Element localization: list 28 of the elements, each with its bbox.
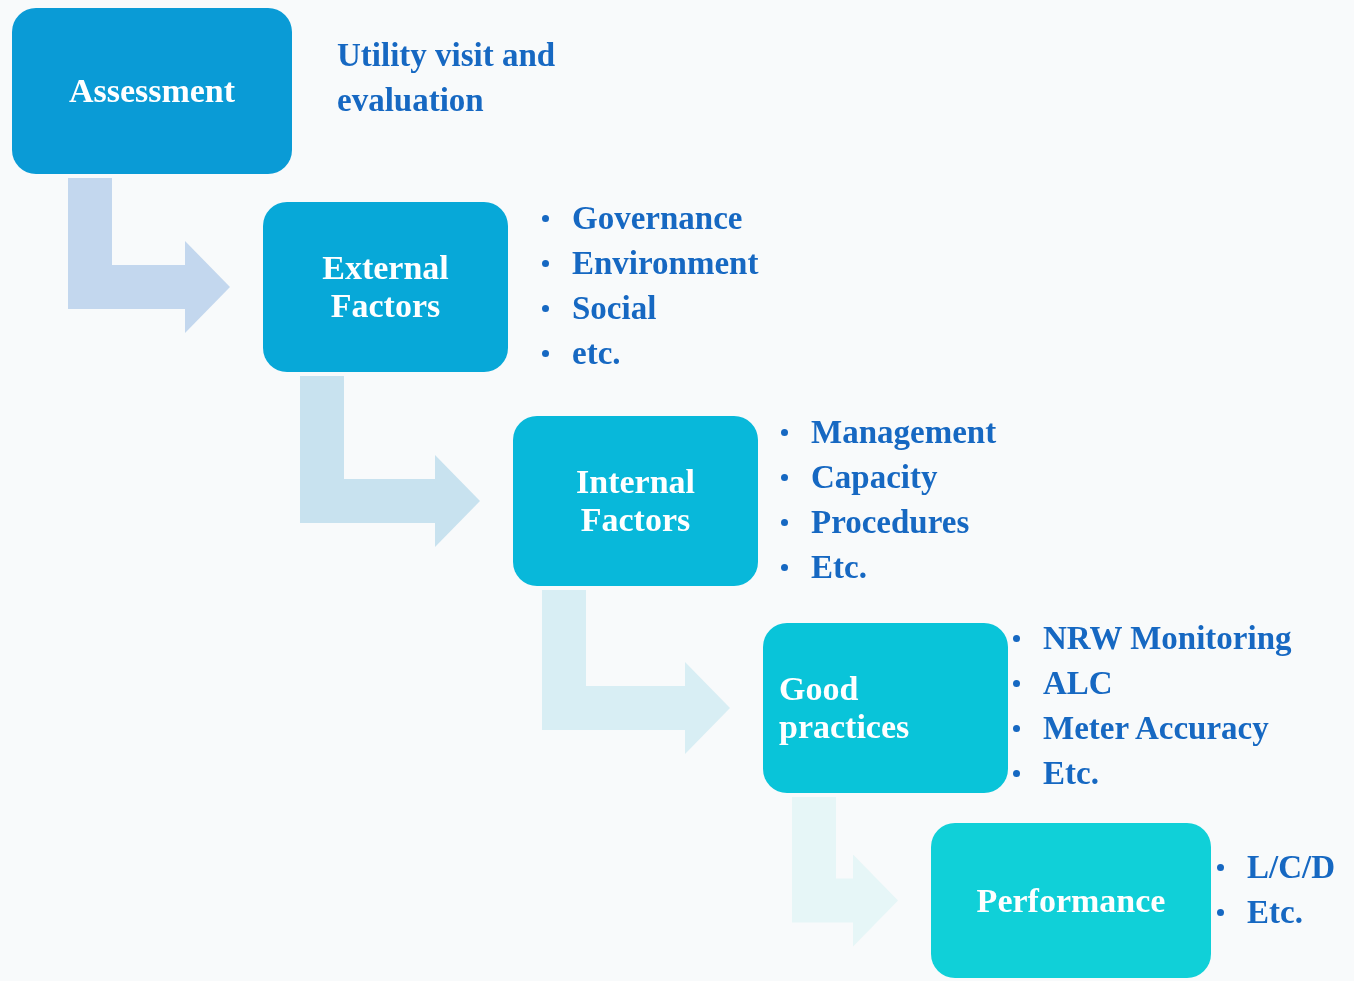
process-box xyxy=(263,202,508,372)
box-label: Internal Factors xyxy=(575,463,696,539)
process-box xyxy=(931,823,1211,978)
list-text: Etc. xyxy=(1043,755,1099,791)
list-text: Procedures xyxy=(811,504,970,540)
list-text: NRW Monitoring xyxy=(1043,620,1292,656)
list-text: Etc. xyxy=(811,549,867,585)
list-text: etc. xyxy=(572,335,621,371)
bent-arrow xyxy=(542,590,730,754)
list-text: ALC xyxy=(1043,665,1113,701)
list-text: Capacity xyxy=(811,459,938,495)
list-text: Management xyxy=(811,414,997,450)
bent-arrow xyxy=(68,178,230,333)
list-text: Etc. xyxy=(1247,894,1303,930)
description-text: Utility visit and evaluation xyxy=(337,37,556,118)
list-text: Social xyxy=(572,290,657,326)
list-text: L/C/D xyxy=(1247,849,1335,885)
box-label: Performance xyxy=(976,881,1166,920)
box-label: External Factors xyxy=(321,249,450,325)
list-text: Environment xyxy=(572,245,759,281)
box-label: Assessment xyxy=(68,72,236,110)
bent-arrow xyxy=(300,376,480,547)
list-text: Meter Accuracy xyxy=(1043,710,1269,746)
process-box xyxy=(763,623,1008,793)
process-box xyxy=(12,8,292,174)
box-label: Good practices xyxy=(779,670,911,746)
process-box xyxy=(513,416,758,586)
list-text: Governance xyxy=(572,200,743,236)
